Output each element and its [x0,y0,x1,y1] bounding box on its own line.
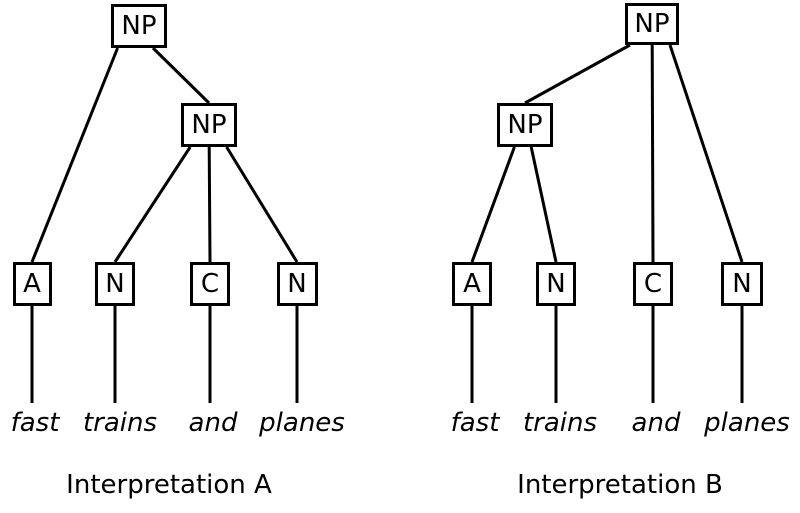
tree-edge [151,46,211,105]
tree-edge [668,44,744,263]
tree-edge [529,146,558,263]
caption-interpretation-b: Interpretation B [517,470,723,500]
tree-edge [207,146,212,263]
tree-edge [650,44,655,263]
tree-edge [524,43,631,105]
tree-edge [225,146,299,263]
tree-edge [470,146,516,263]
caption-interpretation-a: Interpretation A [66,470,272,500]
tree-edge [30,47,119,263]
tree-edge [113,146,192,263]
